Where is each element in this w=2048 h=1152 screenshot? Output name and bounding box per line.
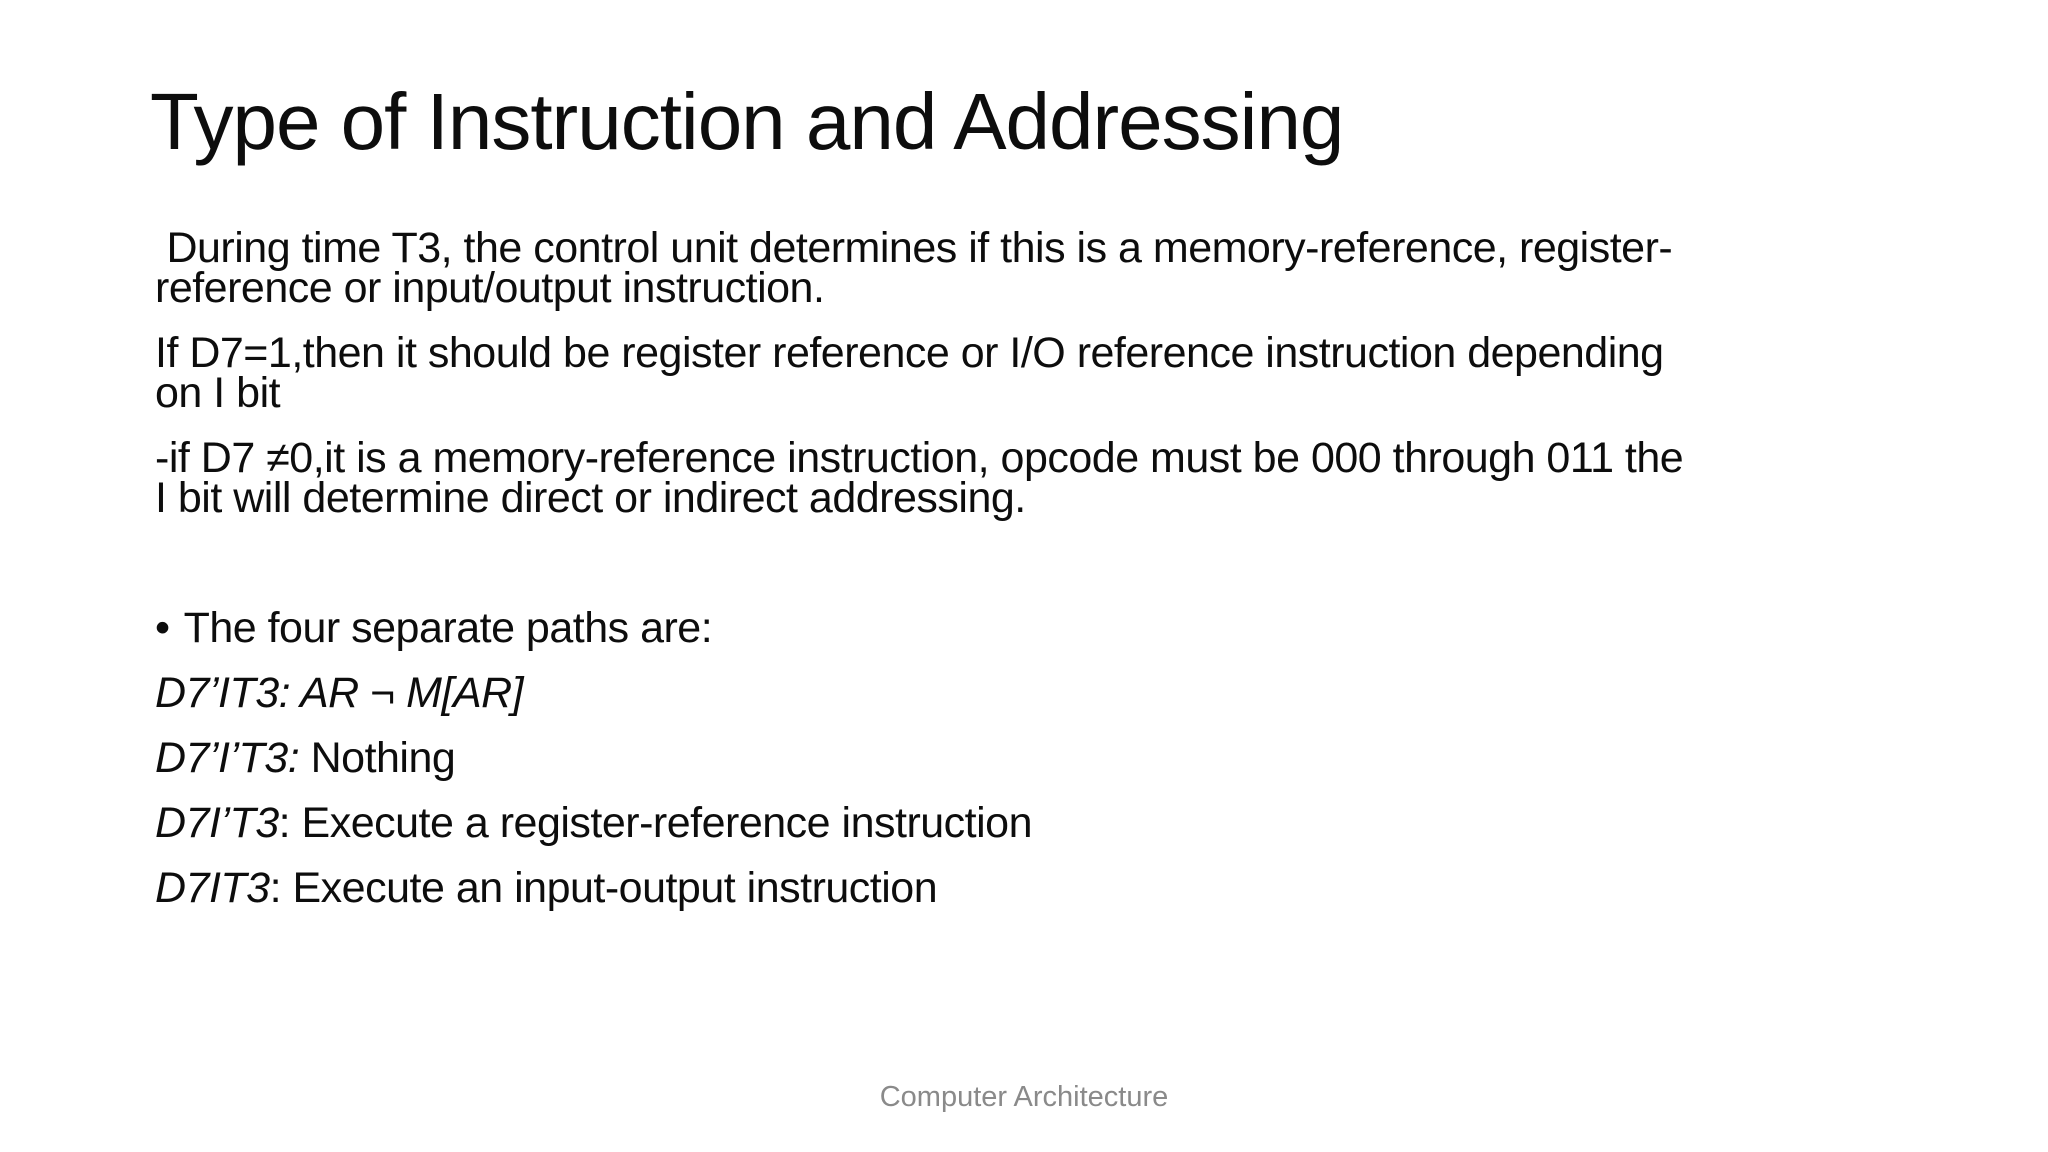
- path-formula: D7’I’T3:: [155, 734, 300, 782]
- paragraph-line: on I bit: [155, 369, 281, 417]
- paragraph-d7-not-zero: -if D7 ≠0,it is a memory-reference instr…: [155, 434, 2045, 522]
- path-description: : Execute an input-output instruction: [269, 864, 938, 912]
- slide-body: During time T3, the control unit determi…: [155, 224, 2045, 933]
- path-formula: D7I’T3: [155, 799, 279, 847]
- slide-footer: Computer Architecture: [879, 1081, 1169, 1113]
- bullet-four-paths: • The four separate paths are:: [155, 604, 2045, 652]
- blank-line: [155, 543, 2045, 583]
- paragraph-line: During time T3, the control unit determi…: [155, 224, 1673, 272]
- paragraph-line: If D7=1,then it should be register refer…: [155, 329, 1664, 377]
- bullet-text: The four separate paths are:: [183, 604, 713, 652]
- path-line-nothing: D7’I’T3: Nothing: [155, 737, 2045, 780]
- paragraph-d7-equals-1: If D7=1,then it should be register refer…: [155, 329, 2045, 417]
- paragraph-line: I bit will determine direct or indirect …: [155, 474, 1026, 522]
- path-formula: D7IT3: [155, 864, 270, 912]
- path-line-input-output: D7IT3: Execute an input-output instructi…: [155, 867, 2045, 910]
- slide-title: Type of Instruction and Addressing: [150, 77, 1344, 166]
- paragraph-line: reference or input/output instruction.: [155, 264, 825, 312]
- paragraph-line: -if D7 ≠0,it is a memory-reference instr…: [155, 434, 1684, 482]
- path-description: : Execute a register-reference instructi…: [278, 799, 1033, 847]
- paragraph-memory-reference: During time T3, the control unit determi…: [155, 224, 2045, 312]
- bullet-icon: •: [155, 604, 170, 652]
- path-formula: D7’IT3: AR ¬ M[AR]: [155, 669, 524, 717]
- path-line-register-reference: D7I’T3: Execute a register-reference ins…: [155, 802, 2045, 845]
- path-description: Nothing: [299, 734, 456, 782]
- path-line-memory: D7’IT3: AR ¬ M[AR]: [155, 672, 2045, 715]
